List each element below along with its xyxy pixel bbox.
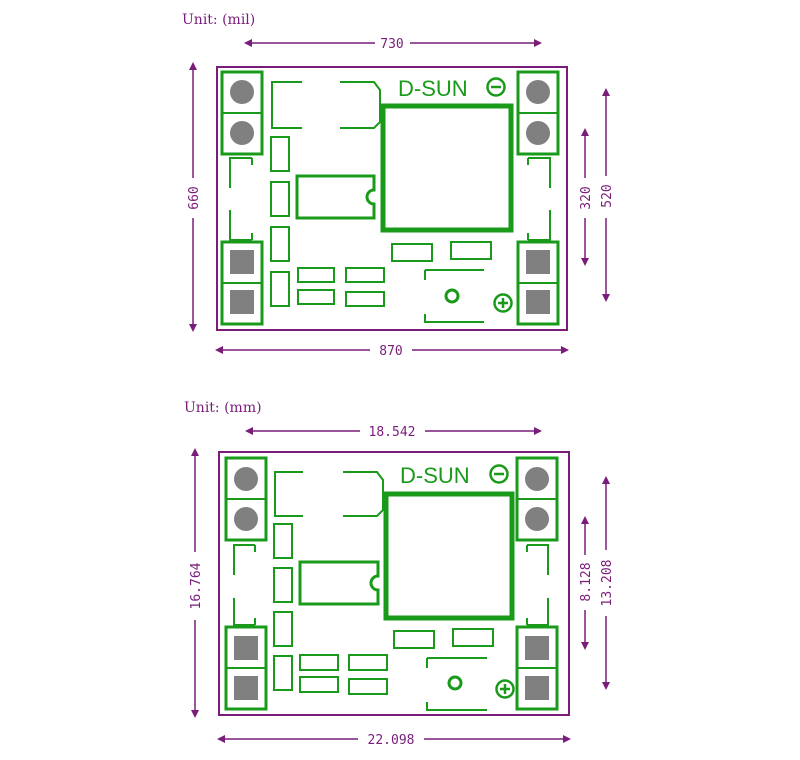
dimension-right-outer bbox=[602, 476, 610, 690]
dimension-right-outer bbox=[602, 88, 610, 302]
dimension-bottom bbox=[215, 346, 569, 354]
ic-outline bbox=[295, 174, 376, 220]
dimension-right-outer-value: 520 bbox=[600, 184, 615, 207]
pad-square bbox=[230, 250, 254, 274]
dimension-left bbox=[191, 448, 199, 718]
dimension-bottom-value: 870 bbox=[379, 344, 402, 359]
inductor-outline bbox=[380, 103, 514, 233]
board-outline bbox=[216, 66, 568, 331]
board-outline bbox=[218, 451, 570, 716]
plus-icon bbox=[495, 679, 515, 699]
pad-circle bbox=[230, 80, 254, 104]
dimension-right-inner-value: 8.128 bbox=[579, 562, 594, 601]
pad-circle bbox=[526, 80, 550, 104]
dimension-top bbox=[244, 39, 542, 47]
pad-circle bbox=[526, 121, 550, 145]
pad-square bbox=[526, 250, 550, 274]
pads bbox=[234, 467, 549, 700]
plus-icon bbox=[493, 293, 513, 313]
silkscreen-layer bbox=[220, 70, 560, 326]
dimension-right-inner-value: 320 bbox=[579, 186, 594, 209]
dimension-right-outer-value: 13.208 bbox=[600, 560, 615, 607]
silkscreen-layer bbox=[224, 456, 559, 711]
dimension-left-value: 660 bbox=[187, 186, 202, 209]
pad-square bbox=[230, 290, 254, 314]
minus-icon bbox=[489, 464, 509, 484]
minus-icon bbox=[486, 77, 506, 97]
dimension-right-inner bbox=[581, 516, 589, 650]
unit-label: Unit: (mm) bbox=[184, 400, 262, 416]
dimension-left-value: 16.764 bbox=[189, 562, 204, 609]
dimension-bottom-value: 22.098 bbox=[368, 733, 415, 748]
dimension-left bbox=[189, 62, 197, 332]
board-mm-group: Unit: (mm) 18.542 16.764 bbox=[184, 400, 615, 748]
pad-square bbox=[526, 290, 550, 314]
pads bbox=[230, 80, 550, 314]
pad-circle bbox=[230, 121, 254, 145]
dimension-top-value: 18.542 bbox=[369, 425, 416, 440]
dimension-top-value: 730 bbox=[380, 37, 403, 52]
unit-label: Unit: (mil) bbox=[182, 12, 255, 28]
dimension-bottom bbox=[217, 735, 571, 743]
dimension-right-inner bbox=[581, 128, 589, 266]
brand-label: D-SUN bbox=[398, 76, 468, 101]
board-mil-group: Unit: (mil) 730 660 bbox=[182, 12, 615, 359]
dimension-top bbox=[245, 427, 542, 435]
brand-label: D-SUN bbox=[400, 463, 470, 488]
